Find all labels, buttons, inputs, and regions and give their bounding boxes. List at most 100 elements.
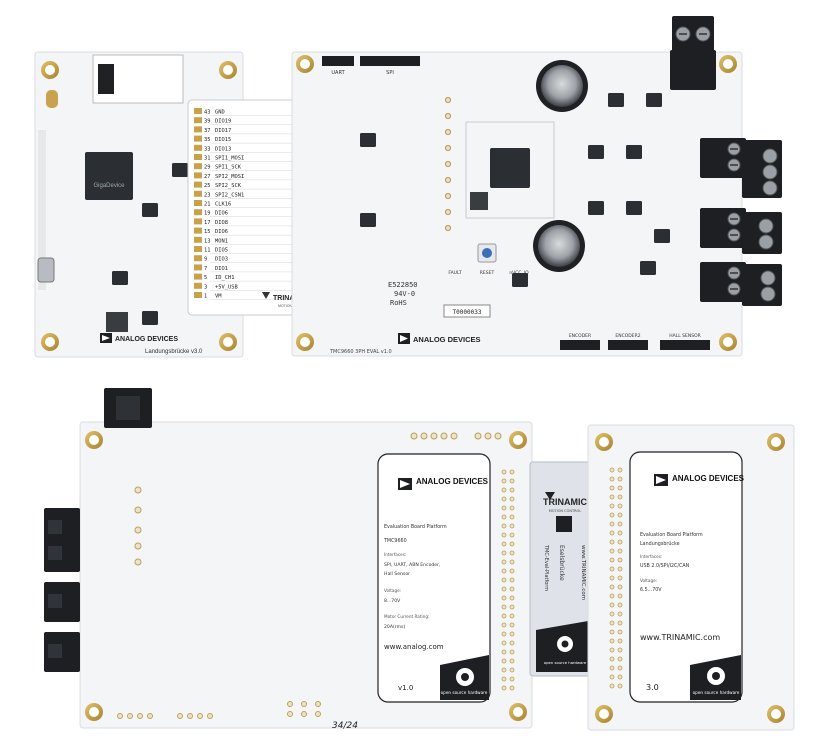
pin-number-left: 5 [204, 275, 207, 281]
pin-pad [194, 154, 202, 160]
pin-pad [194, 218, 202, 225]
hall-label: HALL SENSOR [669, 333, 701, 339]
right-board-brand: ANALOG DEVICES [413, 335, 481, 344]
header-hole [609, 494, 615, 500]
header-hole [509, 676, 515, 682]
mcu-chip [85, 152, 133, 200]
pin-pad [194, 190, 202, 197]
pin-number-left: 17 [204, 220, 211, 226]
header-hole [501, 478, 507, 484]
header-hole [501, 631, 507, 637]
pin-number-left: 39 [204, 119, 211, 125]
header-hole [617, 602, 623, 608]
header-hole [617, 530, 623, 536]
pin-pad [194, 135, 202, 142]
pin-pad [194, 236, 202, 243]
card-brand: TRINAMIC [543, 497, 587, 507]
label2-interfaces-label: Interfaces: [640, 554, 662, 559]
pin-number-left: 21 [204, 202, 211, 208]
header-hole [509, 478, 515, 484]
landungsbruecke-board-back: ANALOG DEVICES Evaluation Board Platform… [587, 424, 795, 731]
header-hole [609, 602, 615, 608]
label1-osh: open source hardware [441, 690, 488, 695]
header-hole [509, 541, 515, 547]
header-hole [617, 620, 623, 626]
pin-label-left: SPI2_MOSI [215, 174, 244, 180]
label1-interfaces: SPI, UART, ABN Encoder, [384, 562, 441, 568]
header-hole [509, 640, 515, 646]
header-hole [617, 548, 623, 554]
uart-header [322, 56, 354, 66]
header-hole [609, 674, 615, 680]
card-vertical1: TMC-Eval-Platform [543, 544, 549, 591]
header-hole [501, 577, 507, 583]
header-hole [509, 631, 515, 637]
pin-number-left: 23 [204, 192, 211, 198]
header-hole [501, 505, 507, 511]
label1-url: www.analog.com [384, 643, 444, 651]
pin-number-left: 9 [204, 257, 207, 263]
header-hole [617, 611, 623, 617]
label1-voltage: 8...70V [384, 598, 401, 604]
pin-label-left: DIO6 [215, 229, 228, 235]
pin-pad [194, 181, 202, 188]
pin-label-left: DIO8 [215, 220, 228, 226]
label2-voltage: 6.5...70V [640, 587, 662, 593]
header-hole [509, 469, 515, 475]
ul-rating: 94V-0 [394, 290, 415, 298]
label2-subtitle: Landungsbrücke [640, 541, 680, 547]
header-hole [617, 674, 623, 680]
pin-number-left: 37 [204, 128, 211, 134]
evaluation-label-1: ANALOG DEVICES Evaluation Board Platform… [377, 453, 491, 703]
header-hole [509, 487, 515, 493]
encoder-header [560, 340, 600, 350]
header-hole [509, 505, 515, 511]
chip-brand: GigaDevice [93, 183, 125, 189]
header-hole [501, 568, 507, 574]
encoder2-label: ENCODER2 [615, 333, 640, 339]
reset-label: RESET [480, 270, 495, 276]
header-hole [509, 523, 515, 529]
encoder-label: ENCODER [569, 333, 591, 339]
pin-pad [194, 227, 202, 234]
header-hole [509, 550, 515, 556]
header-hole [609, 638, 615, 644]
pin-number-left: 33 [204, 146, 211, 152]
header-hole [609, 575, 615, 581]
label2-interfaces: USB 2.0/SPI/I2C/CAN [640, 563, 690, 569]
header-hole [617, 665, 623, 671]
header-hole [501, 604, 507, 610]
header-hole [617, 683, 623, 689]
pin-label-left: DIO15 [215, 137, 231, 143]
header-hole [617, 575, 623, 581]
pin-label-left: DIO17 [215, 128, 231, 134]
tmc9660-chip [490, 148, 530, 188]
tmc9660-board: UART SPI [291, 16, 782, 357]
pin-number-left: 27 [204, 174, 211, 180]
pin-label-left: SPI2_CSN1 [215, 192, 244, 198]
label2-url: www.TRINAMIC.com [640, 633, 720, 642]
header-hole [509, 613, 515, 619]
pin-pad [194, 255, 202, 262]
header-hole [501, 523, 507, 529]
label2-brand: ANALOG DEVICES [672, 474, 745, 483]
label1-current: 20A(rms) [384, 624, 405, 630]
power-terminal [670, 16, 716, 90]
header-hole [501, 586, 507, 592]
label1-brand: ANALOG DEVICES [416, 477, 489, 486]
pin-number-left: 35 [204, 137, 211, 143]
header-hole [609, 611, 615, 617]
header-hole [617, 629, 623, 635]
pin-number-left: 31 [204, 156, 211, 162]
pin-label-left: CLK16 [215, 202, 231, 208]
pin-pad [194, 144, 202, 151]
header-hole [609, 620, 615, 626]
header-hole [509, 604, 515, 610]
fault-label: FAULT [448, 270, 461, 276]
header-hole [501, 532, 507, 538]
pin-label-left: VM [215, 294, 222, 300]
header-hole [609, 584, 615, 590]
pin-label-left: SPI1_SCK [215, 165, 242, 171]
label1-model: TMC9660 [383, 538, 407, 544]
pin-label-left: SPI2_SCK [215, 183, 242, 189]
